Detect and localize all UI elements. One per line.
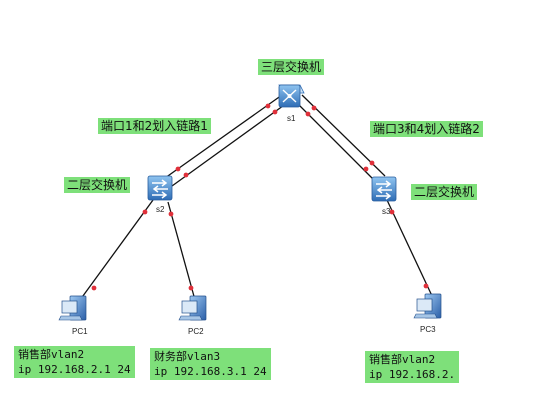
link1-label: 端口1和2划入链路1 xyxy=(98,118,211,134)
pc1-icon[interactable] xyxy=(58,295,87,321)
port-dots xyxy=(91,103,429,291)
port-dot xyxy=(363,166,369,172)
link-s1-s2-b xyxy=(171,102,288,187)
port-dot xyxy=(423,283,429,289)
l3-switch-icon[interactable] xyxy=(278,84,305,108)
pc3-note: 销售部vlan2 ip 192.168.2. xyxy=(365,351,460,383)
l2-switch-left-icon[interactable] xyxy=(147,175,173,201)
pc3-icon[interactable] xyxy=(413,293,442,319)
links-s1-s2 xyxy=(164,94,288,187)
link-s2-pc2 xyxy=(167,201,196,301)
l3-switch-label: 三层交换机 xyxy=(258,59,325,75)
pc2-note: 财务部vlan3 ip 192.168.3.1 24 xyxy=(150,348,271,380)
pc2-dept-vlan: 财务部vlan3 xyxy=(154,350,221,363)
port-dot xyxy=(311,105,317,111)
port-dot xyxy=(389,209,395,215)
links-s1-s3 xyxy=(296,94,386,185)
l2-switch-left-label: 二层交换机 xyxy=(64,177,131,193)
s2-tag: s2 xyxy=(156,205,165,214)
link-s2-pc1 xyxy=(79,199,154,301)
port-dot xyxy=(183,172,189,178)
link-s1-s2-a xyxy=(164,94,283,179)
pc2-tag: PC2 xyxy=(188,327,204,336)
port-dot xyxy=(369,160,375,166)
pc1-note: 销售部vlan2 ip 192.168.2.1 24 xyxy=(14,346,135,378)
pc3-dept-vlan: 销售部vlan2 xyxy=(369,353,436,366)
pc2-icon[interactable] xyxy=(178,295,207,321)
pc1-tag: PC1 xyxy=(72,327,88,336)
port-dot xyxy=(305,111,311,117)
l2-switch-right-icon[interactable] xyxy=(371,176,397,202)
port-dot xyxy=(188,285,194,291)
s1-tag: s1 xyxy=(287,114,296,123)
port-dot xyxy=(265,103,271,109)
pc1-ip: ip 192.168.2.1 24 xyxy=(18,363,131,376)
port-dot xyxy=(91,285,97,291)
pc3-ip: ip 192.168.2. xyxy=(369,368,456,381)
pc3-tag: PC3 xyxy=(420,325,436,334)
link2-label: 端口3和4划入链路2 xyxy=(370,121,483,137)
l2-switch-right-label: 二层交换机 xyxy=(411,184,478,200)
port-dot xyxy=(142,209,148,215)
port-dot xyxy=(272,109,278,115)
port-dot xyxy=(175,166,181,172)
pc2-ip: ip 192.168.3.1 24 xyxy=(154,365,267,378)
s3-tag: s3 xyxy=(382,207,391,216)
pc1-dept-vlan: 销售部vlan2 xyxy=(18,348,85,361)
link-s3-pc3 xyxy=(386,199,434,299)
port-dot xyxy=(168,211,174,217)
